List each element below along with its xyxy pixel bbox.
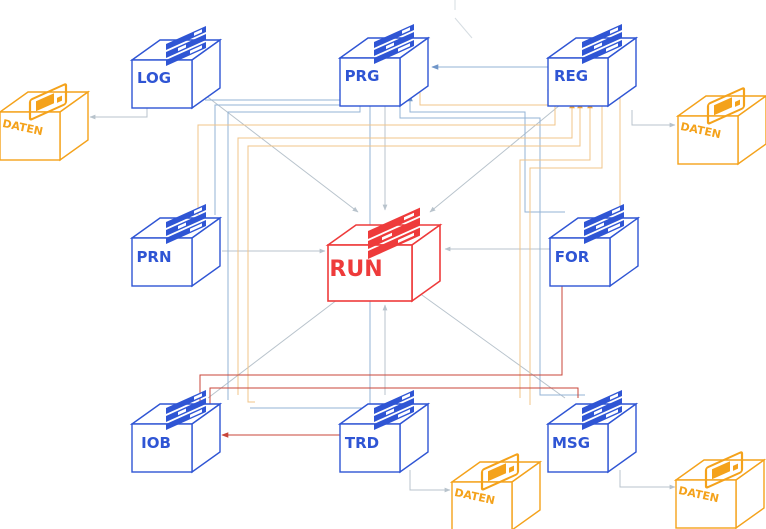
data-store-msg[interactable]: DATEN [674, 450, 766, 529]
server-rack-icon [547, 389, 637, 473]
server-rack-icon [339, 389, 429, 473]
module-prn[interactable]: PRN [131, 203, 221, 287]
module-reg-label: REG [554, 67, 588, 85]
server-rack-icon [339, 23, 429, 107]
server-rack-icon [131, 25, 221, 109]
server-rack-icon [549, 203, 639, 287]
module-msg-label: MSG [552, 434, 590, 452]
module-iob[interactable]: IOB [131, 389, 221, 473]
module-prg-label: PRG [345, 67, 380, 85]
server-rack-icon [547, 23, 637, 107]
module-log[interactable]: LOG [131, 25, 221, 109]
module-reg[interactable]: REG [547, 23, 637, 107]
module-prn-label: PRN [136, 248, 171, 266]
module-for-label: FOR [555, 248, 590, 266]
module-prg[interactable]: PRG [339, 23, 429, 107]
module-log-label: LOG [137, 69, 171, 87]
module-trd-label: TRD [345, 434, 379, 452]
module-msg[interactable]: MSG [547, 389, 637, 473]
module-for[interactable]: FOR [549, 203, 639, 287]
module-run-label: RUN [329, 257, 382, 282]
server-rack-icon [131, 389, 221, 473]
server-rack-icon [131, 203, 221, 287]
server-rack-icon [327, 206, 441, 302]
module-run[interactable]: RUN [327, 206, 441, 302]
data-store-log[interactable]: DATEN [0, 82, 90, 162]
data-store-reg[interactable]: DATEN [676, 86, 766, 166]
data-store-trd[interactable]: DATEN [450, 452, 542, 529]
module-trd[interactable]: TRD [339, 389, 429, 473]
module-iob-label: IOB [141, 434, 171, 452]
